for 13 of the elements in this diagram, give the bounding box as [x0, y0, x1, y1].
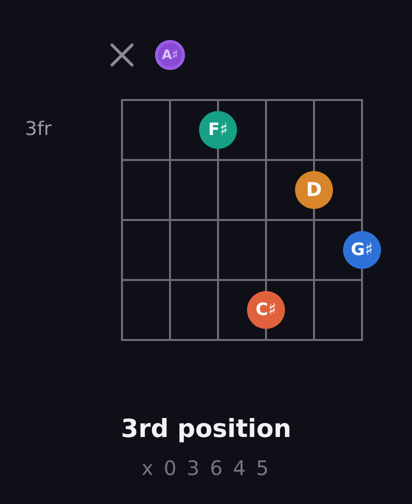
note-name: D	[306, 180, 322, 200]
fret-number: 3fr	[25, 120, 52, 139]
chord-title: 3rd position	[121, 416, 292, 441]
fingering-text: x 0 3 6 4 5	[142, 458, 271, 478]
finger-dot	[247, 291, 285, 329]
note-name: G♯	[350, 242, 374, 258]
open-string-dot	[155, 40, 185, 70]
finger-dot	[199, 111, 237, 149]
finger-dot	[343, 231, 381, 269]
note-name: A♯	[162, 48, 178, 62]
note-name: F♯	[208, 122, 228, 138]
note-name: C♯	[256, 302, 276, 318]
finger-dot	[295, 171, 333, 209]
